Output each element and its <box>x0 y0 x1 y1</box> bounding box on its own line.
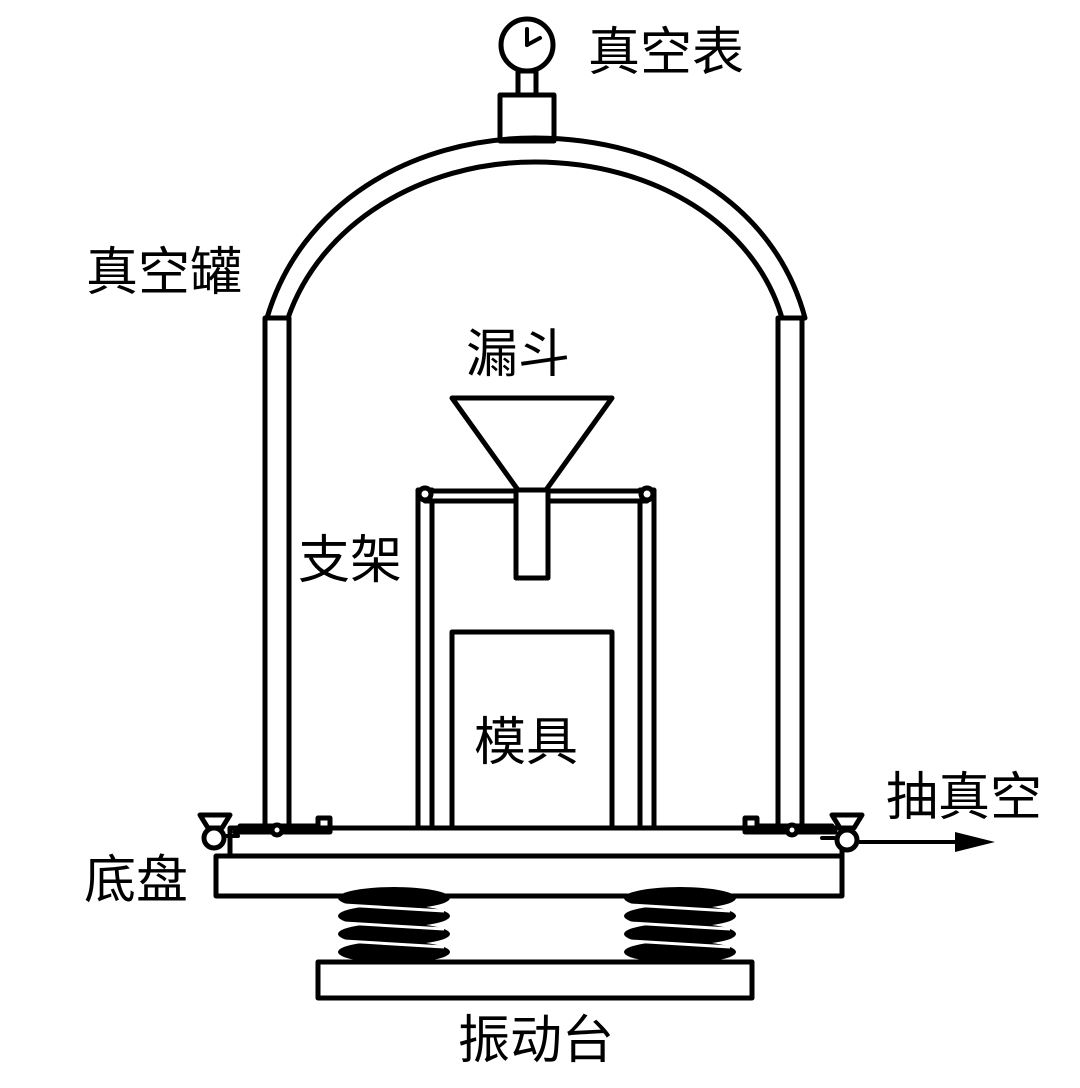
mold <box>449 629 615 831</box>
label-vacuum-pump-out: 抽真空 <box>886 768 1042 828</box>
label-mold: 模具 <box>474 713 578 773</box>
label-vacuum-gauge: 真空表 <box>588 23 744 83</box>
funnel <box>449 395 615 581</box>
vibration-table <box>315 959 755 1001</box>
left-clamp <box>197 812 333 851</box>
base-plate <box>213 825 845 899</box>
label-stand: 支架 <box>298 531 402 591</box>
label-base-plate: 底盘 <box>84 851 188 911</box>
left-spring <box>338 887 450 963</box>
right-clamp <box>742 812 865 853</box>
right-spring <box>624 887 736 963</box>
label-vibration-table: 振动台 <box>458 1011 614 1071</box>
vacuum-outlet-arrow <box>858 832 995 852</box>
vacuum-gauge <box>497 16 557 144</box>
label-vacuum-tank: 真空罐 <box>86 243 242 303</box>
label-funnel: 漏斗 <box>466 325 570 385</box>
